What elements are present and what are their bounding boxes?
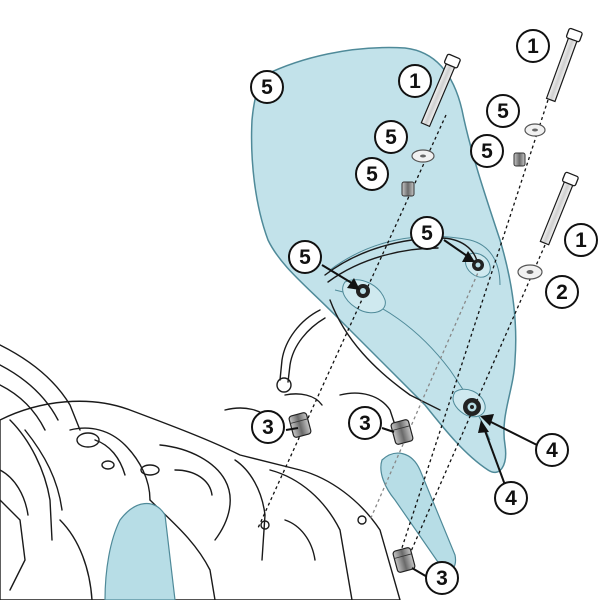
- callout-screw: 1: [516, 29, 550, 63]
- spacer-icon: [288, 412, 416, 573]
- callout-screw: 1: [564, 223, 598, 257]
- callout-washer-small: 5: [486, 94, 520, 128]
- motorcycle-fairing: [0, 309, 457, 600]
- screw-right-middle: [539, 171, 579, 246]
- grommet-icon: [356, 259, 484, 416]
- callout-spacer: 3: [251, 410, 285, 444]
- callout-washer-small: 5: [355, 157, 389, 191]
- washer-large-icon: [517, 264, 543, 280]
- callout-spacer: 3: [348, 406, 382, 440]
- callout-washer-large: 2: [545, 275, 579, 309]
- callout-washer-small: 5: [470, 134, 504, 168]
- washer-icon: [411, 123, 546, 163]
- leader-lines: [285, 239, 538, 579]
- callout-spacer: 3: [425, 561, 459, 595]
- screw-left: [420, 53, 461, 128]
- screw-right-top: [545, 27, 583, 103]
- spacer-small-icon: [401, 152, 526, 197]
- callout-washer-small: 5: [374, 120, 408, 154]
- callout-washer-small: 5: [288, 240, 322, 274]
- callout-washer-small: 5: [410, 216, 444, 250]
- callout-rubber-grommet: 4: [535, 433, 569, 467]
- callout-washer-small: 5: [250, 70, 284, 104]
- callout-rubber-grommet: 4: [494, 481, 528, 515]
- callout-screw: 1: [398, 64, 432, 98]
